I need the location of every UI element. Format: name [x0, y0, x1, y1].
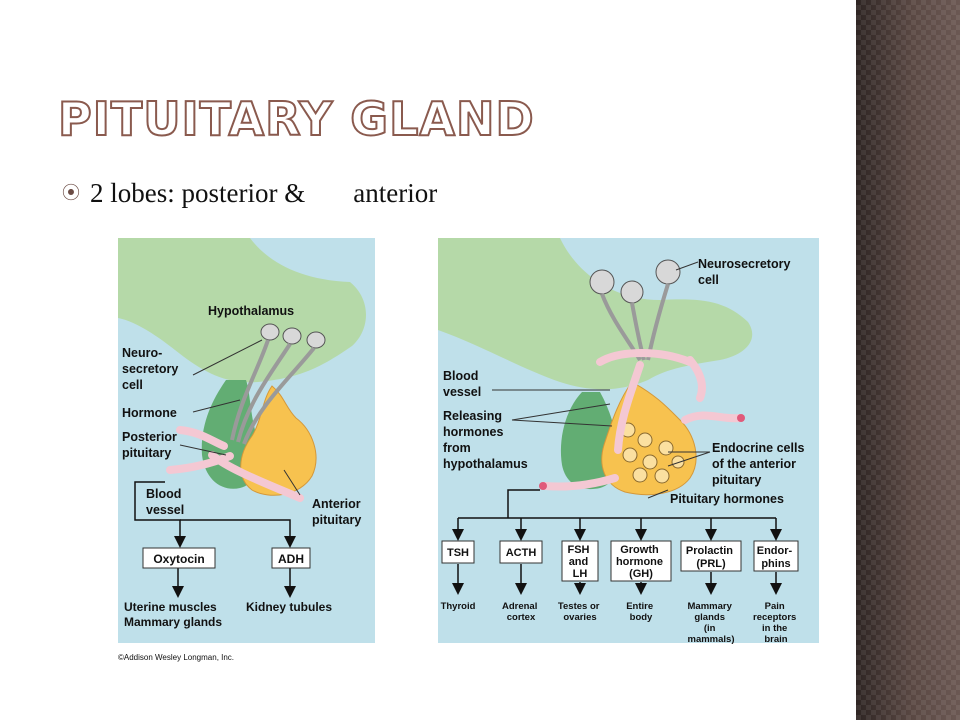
hormone-name-tsh: TSH	[447, 547, 469, 559]
vessel-end-left	[539, 482, 547, 490]
endocrine-cells	[620, 422, 685, 484]
label-releasing-hormones: Releasing hormones from hypothalamus	[443, 409, 528, 471]
label-kidney-tubules: Kidney tubules	[246, 600, 332, 614]
hormone-name-gh: Growth hormone (GH)	[616, 544, 666, 580]
target-thyroid: Thyroid	[441, 601, 476, 612]
vessel-end-right	[737, 414, 745, 422]
label-posterior-pituitary: Posterior pituitary	[122, 430, 180, 460]
label-neurosecretory-cell-right: Neurosecretory cell	[698, 257, 794, 287]
copyright-text: ©Addison Wesley Longman, Inc.	[118, 653, 234, 662]
label-blood-vessel-left: Blood vessel	[146, 487, 185, 517]
hormone-name-prl: Prolactin (PRL)	[686, 545, 736, 570]
right-flow-lines	[452, 489, 782, 595]
label-neurosecretory-cell-left: Neuro- secretory cell	[122, 346, 182, 392]
label-pituitary-hormones: Pituitary hormones	[670, 492, 784, 506]
label-endocrine-cells: Endocrine cells of the anterior pituitar…	[712, 441, 808, 487]
left-hypothalamus-region	[118, 238, 366, 383]
label-hypothalamus: Hypothalamus	[208, 304, 294, 318]
target-testes-ovaries: Testes or ovaries	[558, 601, 602, 623]
slide-title: Pituitary gland	[57, 91, 535, 147]
left-flow-lines	[134, 481, 296, 598]
target-pain-receptors: Pain receptors in the brain	[753, 601, 799, 645]
bullet-text-b: anterior	[353, 178, 438, 208]
left-axons	[230, 339, 316, 445]
right-hypothalamus-region	[438, 238, 753, 390]
right-leader-lines	[492, 261, 711, 499]
hormone-box-gh	[610, 540, 672, 582]
hormone-name-fsh-lh: FSH and LH	[567, 544, 592, 580]
right-diagram: Neurosecretory cell Blood vessel Releasi…	[438, 238, 819, 645]
label-uterine-mammary: Uterine muscles Mammary glands	[124, 600, 222, 629]
left-blood-vessels	[166, 426, 304, 502]
label-blood-vessel-right: Blood vessel	[443, 369, 482, 399]
hormone-box-endorphins	[753, 540, 799, 572]
hormone-name-acth: ACTH	[506, 547, 537, 559]
hormone-box-fsh-lh	[561, 540, 599, 582]
decorative-side-band	[856, 0, 960, 720]
label-adh: ADH	[278, 552, 304, 566]
bullet-point: ⦿ 2 lobes: posterior & anterior	[62, 178, 437, 209]
label-anterior-pituitary: Anterior pituitary	[312, 497, 364, 527]
left-diagram: Hypothalamus Neuro- secretory cell Hormo…	[118, 238, 375, 662]
hormone-box-acth	[499, 540, 543, 564]
left-neurosecretory-cells	[260, 323, 326, 349]
bullet-icon: ⦿	[62, 183, 80, 203]
right-neurosecretory-cells	[589, 259, 681, 304]
target-adrenal-cortex: Adrenal cortex	[502, 601, 540, 623]
oxytocin-box	[142, 547, 216, 569]
label-hormone: Hormone	[122, 406, 177, 420]
target-entire-body: Entire body	[626, 601, 656, 623]
bullet-text-a: 2 lobes: posterior &	[90, 178, 306, 208]
adh-box	[271, 547, 311, 569]
target-mammary-glands: Mammary glands (in mammals)	[688, 601, 735, 645]
hormone-box-tsh	[441, 540, 475, 564]
hormone-box-prl	[680, 540, 742, 572]
right-blood-vessels	[541, 349, 744, 491]
hormone-name-endorphins: Endor- phins	[757, 545, 796, 570]
label-oxytocin: Oxytocin	[153, 552, 204, 566]
left-leader-lines	[179, 339, 301, 496]
